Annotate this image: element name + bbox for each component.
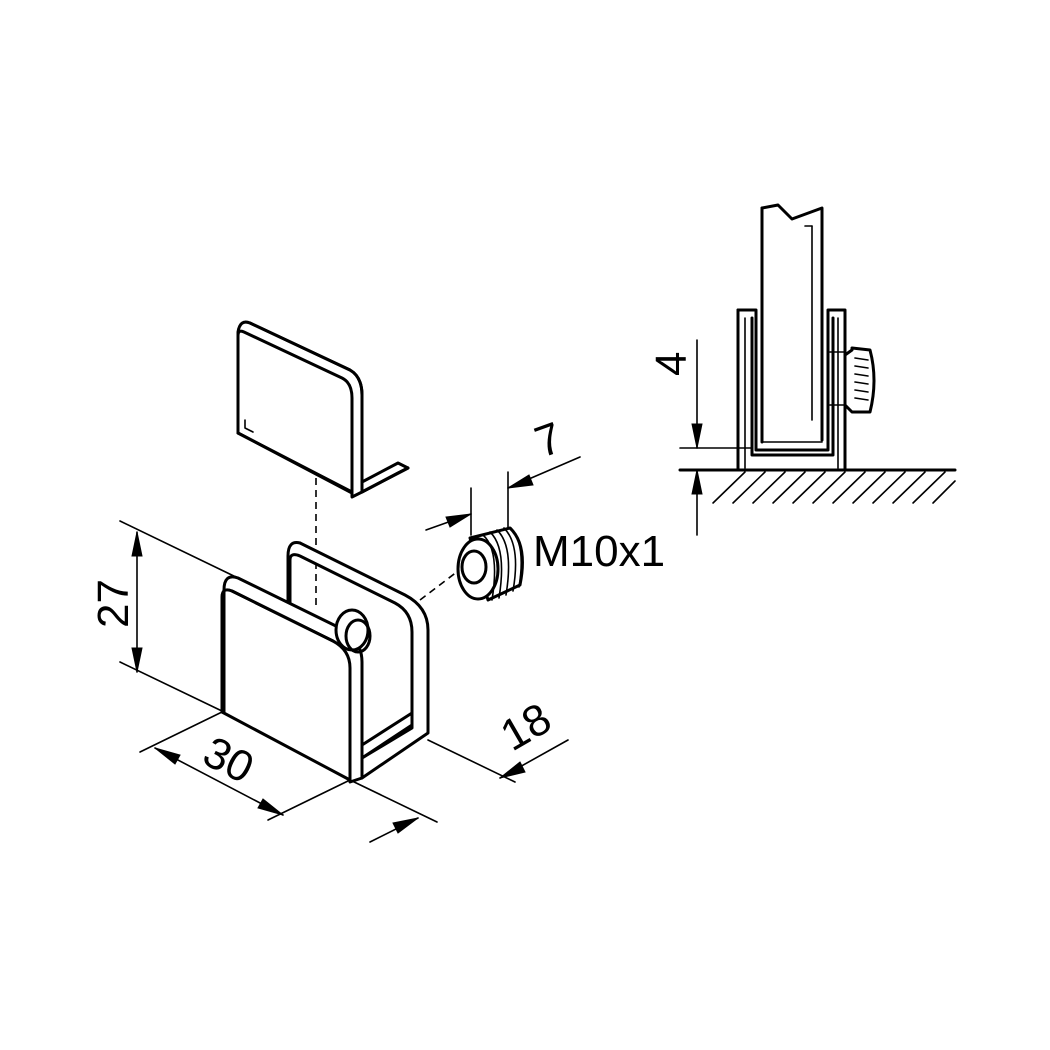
glass-panel-top <box>760 203 824 442</box>
thread-callout: M10x1 <box>533 527 665 576</box>
dim-gap: 4 <box>647 339 753 536</box>
assembly-line-screw <box>419 567 463 601</box>
dim-thread-length: 7 <box>425 413 581 536</box>
glass-insert-pad <box>236 320 410 499</box>
floor-hatching <box>712 471 956 504</box>
dim-width-label: 30 <box>195 727 261 793</box>
dim-height: 27 <box>89 520 239 713</box>
dim-thread-length-label: 7 <box>529 413 569 467</box>
dim-height-label: 27 <box>89 579 138 628</box>
clamp-body <box>220 541 430 784</box>
set-screw <box>456 526 524 602</box>
dim-depth: 18 <box>349 694 569 843</box>
section-set-screw <box>843 346 876 414</box>
section-view <box>678 203 957 504</box>
dim-gap-label: 4 <box>647 352 696 376</box>
